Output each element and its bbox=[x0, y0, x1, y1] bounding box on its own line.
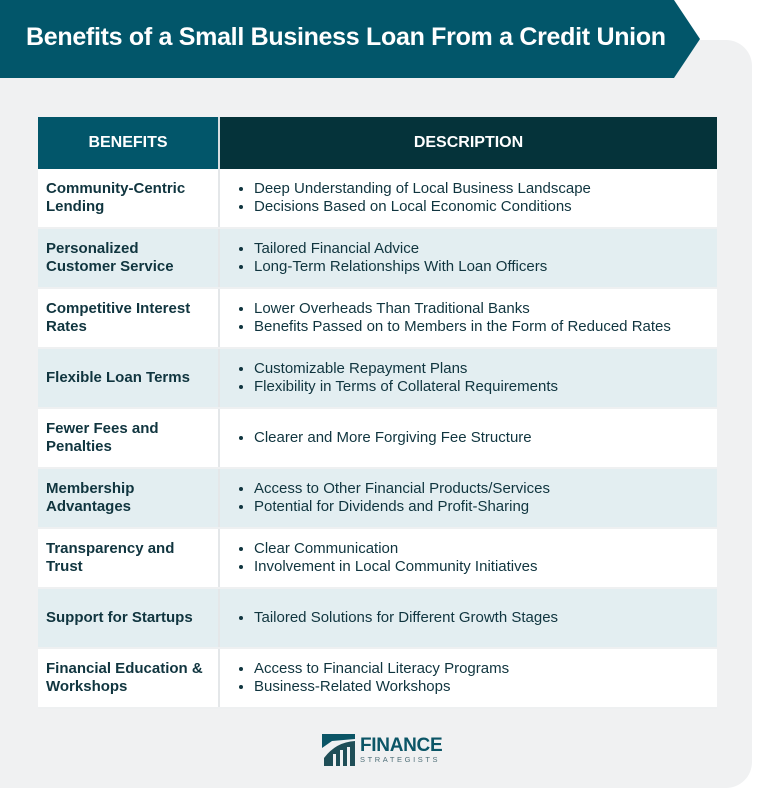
benefit-cell: Community-Centric Lending bbox=[38, 169, 220, 229]
logo-text-finance: FINANCE bbox=[360, 734, 443, 756]
description-cell: Access to Financial Literacy ProgramsBus… bbox=[219, 648, 717, 709]
description-item: Decisions Based on Local Economic Condit… bbox=[254, 198, 709, 217]
description-item: Customizable Repayment Plans bbox=[254, 360, 709, 379]
description-item: Clearer and More Forgiving Fee Structure bbox=[254, 429, 709, 448]
description-item: Tailored Solutions for Different Growth … bbox=[254, 609, 709, 628]
table-row: Community-Centric Lending Deep Understand… bbox=[38, 169, 717, 229]
benefit-cell: Competitive Interest Rates bbox=[38, 288, 220, 349]
description-item: Tailored Financial Advice bbox=[254, 240, 709, 259]
description-cell: Customizable Repayment PlansFlexibility … bbox=[219, 348, 717, 409]
description-cell: Tailored Financial AdviceLong-Term Relat… bbox=[219, 228, 717, 289]
description-item: Clear Communication bbox=[254, 540, 709, 559]
description-item: Access to Financial Literacy Programs bbox=[254, 660, 709, 679]
header-description: DESCRIPTION bbox=[219, 117, 717, 169]
logo-chart-icon bbox=[322, 734, 355, 766]
benefit-cell: Financial Education & Workshops bbox=[38, 648, 220, 709]
table-row: Competitive Interest RatesLower Overhead… bbox=[38, 288, 717, 349]
description-cell: Tailored Solutions for Different Growth … bbox=[219, 588, 717, 649]
header-benefits: BENEFITS bbox=[38, 117, 220, 169]
table-row: Membership Advantages Access to Other Fi… bbox=[38, 468, 717, 529]
description-item: Lower Overheads Than Traditional Banks bbox=[254, 300, 709, 319]
page-title: Benefits of a Small Business Loan From a… bbox=[26, 23, 666, 51]
table-row: Personalized Customer ServiceTailored Fi… bbox=[38, 228, 717, 289]
table-row: Fewer Fees and Penalties Clearer and More… bbox=[38, 408, 717, 469]
description-item: Potential for Dividends and Profit-Shari… bbox=[254, 498, 709, 517]
description-item: Involvement in Local Community Initiativ… bbox=[254, 558, 709, 577]
benefit-cell: Membership Advantages bbox=[38, 468, 220, 529]
description-cell: Clearer and More Forgiving Fee Structure bbox=[219, 408, 717, 469]
benefit-cell: Support for Startups bbox=[38, 588, 220, 649]
benefits-table: BENEFITS DESCRIPTION Community-Centric L… bbox=[38, 117, 717, 709]
description-cell: Deep Understanding of Local Business Lan… bbox=[219, 169, 717, 229]
benefit-cell: Flexible Loan Terms bbox=[38, 348, 220, 409]
description-cell: Lower Overheads Than Traditional BanksBe… bbox=[219, 288, 717, 349]
table-row: Support for Startups Tailored Solutions f… bbox=[38, 588, 717, 649]
benefit-cell: Fewer Fees and Penalties bbox=[38, 408, 220, 469]
table-row: Financial Education & WorkshopsAccess to… bbox=[38, 648, 717, 709]
finance-strategists-logo: FINANCE STRATEGISTS bbox=[322, 734, 443, 766]
description-item: Deep Understanding of Local Business Lan… bbox=[254, 180, 709, 199]
description-item: Business-Related Workshops bbox=[254, 678, 709, 697]
table-row: Flexible Loan TermsCustomizable Repaymen… bbox=[38, 348, 717, 409]
description-cell: Clear CommunicationInvolvement in Local … bbox=[219, 528, 717, 589]
benefit-cell: Transparency and Trust bbox=[38, 528, 220, 589]
description-item: Access to Other Financial Products/Servi… bbox=[254, 480, 709, 499]
description-item: Flexibility in Terms of Collateral Requi… bbox=[254, 378, 709, 397]
logo-text-strategists: STRATEGISTS bbox=[360, 754, 441, 764]
description-item: Benefits Passed on to Members in the For… bbox=[254, 318, 709, 337]
benefit-cell: Personalized Customer Service bbox=[38, 228, 220, 289]
description-cell: Access to Other Financial Products/Servi… bbox=[219, 468, 717, 529]
title-banner: Benefits of a Small Business Loan From a… bbox=[0, 0, 700, 78]
table-row: Transparency and TrustClear Communicatio… bbox=[38, 528, 717, 589]
description-item: Long-Term Relationships With Loan Office… bbox=[254, 258, 709, 277]
